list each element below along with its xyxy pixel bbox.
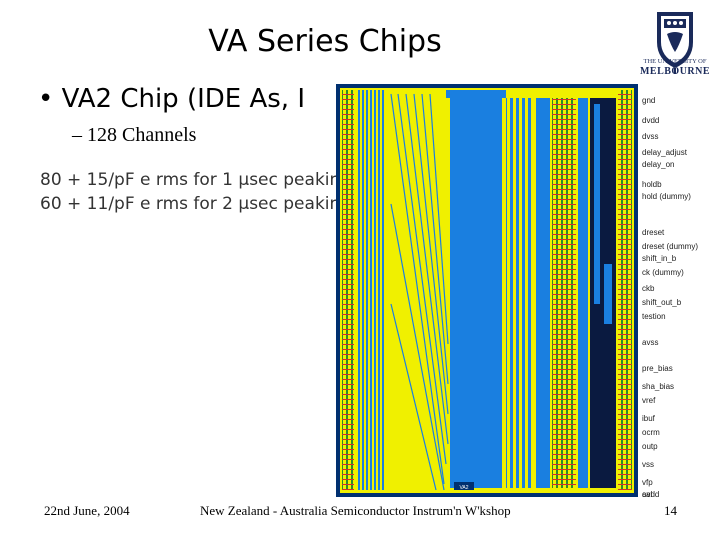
pin-label: dvss [642,132,659,141]
footer-event: New Zealand - Australia Semiconductor In… [200,503,511,518]
pin-label: testion [642,312,666,321]
pin-label: holdb [642,180,662,189]
pin-label: dvdd [642,116,660,125]
university-crest-icon [657,12,693,74]
footer-date: 22nd June, 2004 [44,503,130,518]
noise-spec-line-2: 60 + 11/pF e rms for 2 μsec peaking time [40,194,395,214]
footer-page-number: 14 [664,503,677,518]
bullet-va2-chip: • VA2 Chip (IDE As, I [38,84,305,114]
pin-label: sha_bias [642,382,675,391]
slide-title: VA Series Chips [208,24,442,59]
pin-label: dreset (dummy) [642,242,699,251]
pin-label: pre_bias [642,364,673,373]
pin-label: vss [642,460,654,469]
chip-label: VA2 [459,485,468,491]
pin-label: gnd [642,96,656,105]
pin-label: shift_in_b [642,254,677,263]
pin-label: shift_out_b [642,298,682,307]
pin-label: avss [642,338,659,347]
pin-label: avdd [642,490,660,499]
pin-label: delay_adjust [642,148,687,157]
pin-label: outp [642,442,658,451]
pin-label: ocrm [642,428,660,437]
pin-label: cal [642,490,653,499]
chip-layout-image: VA2 [336,84,638,497]
pin-label: dreset [642,228,665,237]
sub-bullet-channels: – 128 Channels [72,124,197,146]
pin-label: ibuf [642,414,655,423]
noise-spec-line-1: 80 + 15/pF e rms for 1 μsec peaking time [40,170,395,190]
pin-label: delay_on [642,160,675,169]
pin-label: vfp [642,478,653,487]
logo-text-line2: MELBOURNE [639,66,711,77]
pin-label: hold (dummy) [642,192,691,201]
pin-label: vref [642,396,656,405]
pin-label: ck (dummy) [642,268,684,277]
logo-text-line1: THE UNIVERSITY OF [643,58,707,65]
pin-label: ckb [642,284,655,293]
